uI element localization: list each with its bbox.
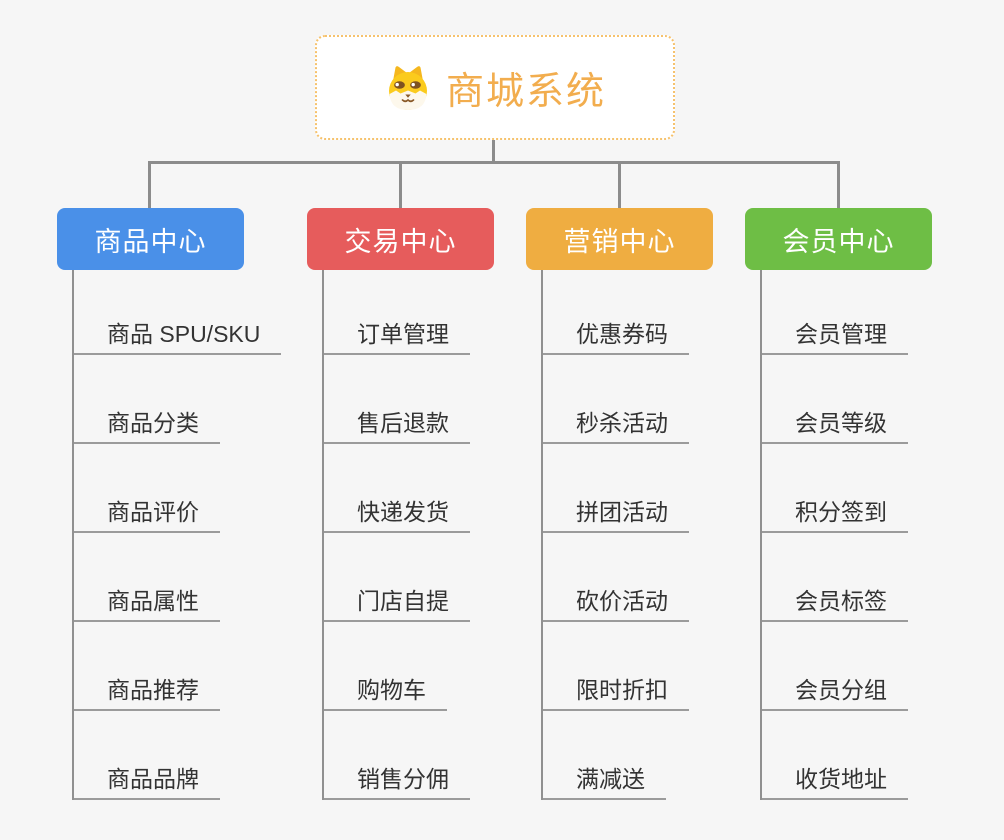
root-node[interactable]: 商城系统 (315, 35, 675, 140)
leaf-node[interactable]: 商品分类 (74, 410, 220, 444)
branch-children-column: 订单管理 售后退款 快递发货 门店自提 购物车 销售分佣 (322, 270, 552, 800)
connector-branch-drop (837, 161, 840, 209)
leaf-node[interactable]: 商品推荐 (74, 677, 220, 711)
leaf-node[interactable]: 砍价活动 (543, 588, 689, 622)
connector-branch-drop (399, 161, 402, 209)
leaf-node[interactable]: 会员等级 (762, 410, 908, 444)
leaf-node[interactable]: 拼团活动 (543, 499, 689, 533)
leaf-node[interactable]: 限时折扣 (543, 677, 689, 711)
dog-face-icon (388, 65, 427, 110)
leaf-node[interactable]: 订单管理 (324, 321, 470, 355)
leaf-node[interactable]: 快递发货 (324, 499, 470, 533)
leaf-node[interactable]: 收货地址 (762, 766, 908, 800)
leaf-node[interactable]: 满减送 (543, 766, 666, 800)
branch-label: 营销中心 (563, 226, 676, 257)
root-node-label: 商城系统 (445, 71, 606, 113)
branch-node-member-center[interactable]: 会员中心 (745, 208, 932, 270)
connector-branch-drop (618, 161, 621, 209)
leaf-node[interactable]: 优惠券码 (543, 321, 689, 355)
branch-label: 会员中心 (782, 226, 895, 257)
leaf-node[interactable]: 销售分佣 (324, 766, 470, 800)
leaf-node[interactable]: 秒杀活动 (543, 410, 689, 444)
branch-children-column: 优惠券码 秒杀活动 拼团活动 砍价活动 限时折扣 满减送 (541, 270, 771, 800)
leaf-node[interactable]: 商品评价 (74, 499, 220, 533)
connector-horizontal-bar (149, 161, 840, 164)
leaf-node[interactable]: 门店自提 (324, 588, 470, 622)
branch-node-trade-center[interactable]: 交易中心 (307, 208, 494, 270)
branch-children-column: 会员管理 会员等级 积分签到 会员标签 会员分组 收货地址 (760, 270, 990, 800)
branch-label: 交易中心 (344, 226, 457, 257)
leaf-node[interactable]: 积分签到 (762, 499, 908, 533)
branch-label: 商品中心 (94, 226, 207, 257)
leaf-node[interactable]: 会员管理 (762, 321, 908, 355)
leaf-node[interactable]: 会员分组 (762, 677, 908, 711)
branch-children-column: 商品 SPU/SKU 商品分类 商品评价 商品属性 商品推荐 商品品牌 (72, 270, 302, 800)
leaf-node[interactable]: 购物车 (324, 677, 447, 711)
leaf-node[interactable]: 售后退款 (324, 410, 470, 444)
leaf-node[interactable]: 会员标签 (762, 588, 908, 622)
connector-branch-drop (148, 161, 151, 209)
connector-root-drop (492, 139, 495, 163)
branch-node-marketing-center[interactable]: 营销中心 (526, 208, 713, 270)
leaf-node[interactable]: 商品品牌 (74, 766, 220, 800)
leaf-node[interactable]: 商品 SPU/SKU (74, 321, 282, 355)
leaf-node[interactable]: 商品属性 (74, 588, 220, 622)
branch-node-product-center[interactable]: 商品中心 (57, 208, 244, 270)
